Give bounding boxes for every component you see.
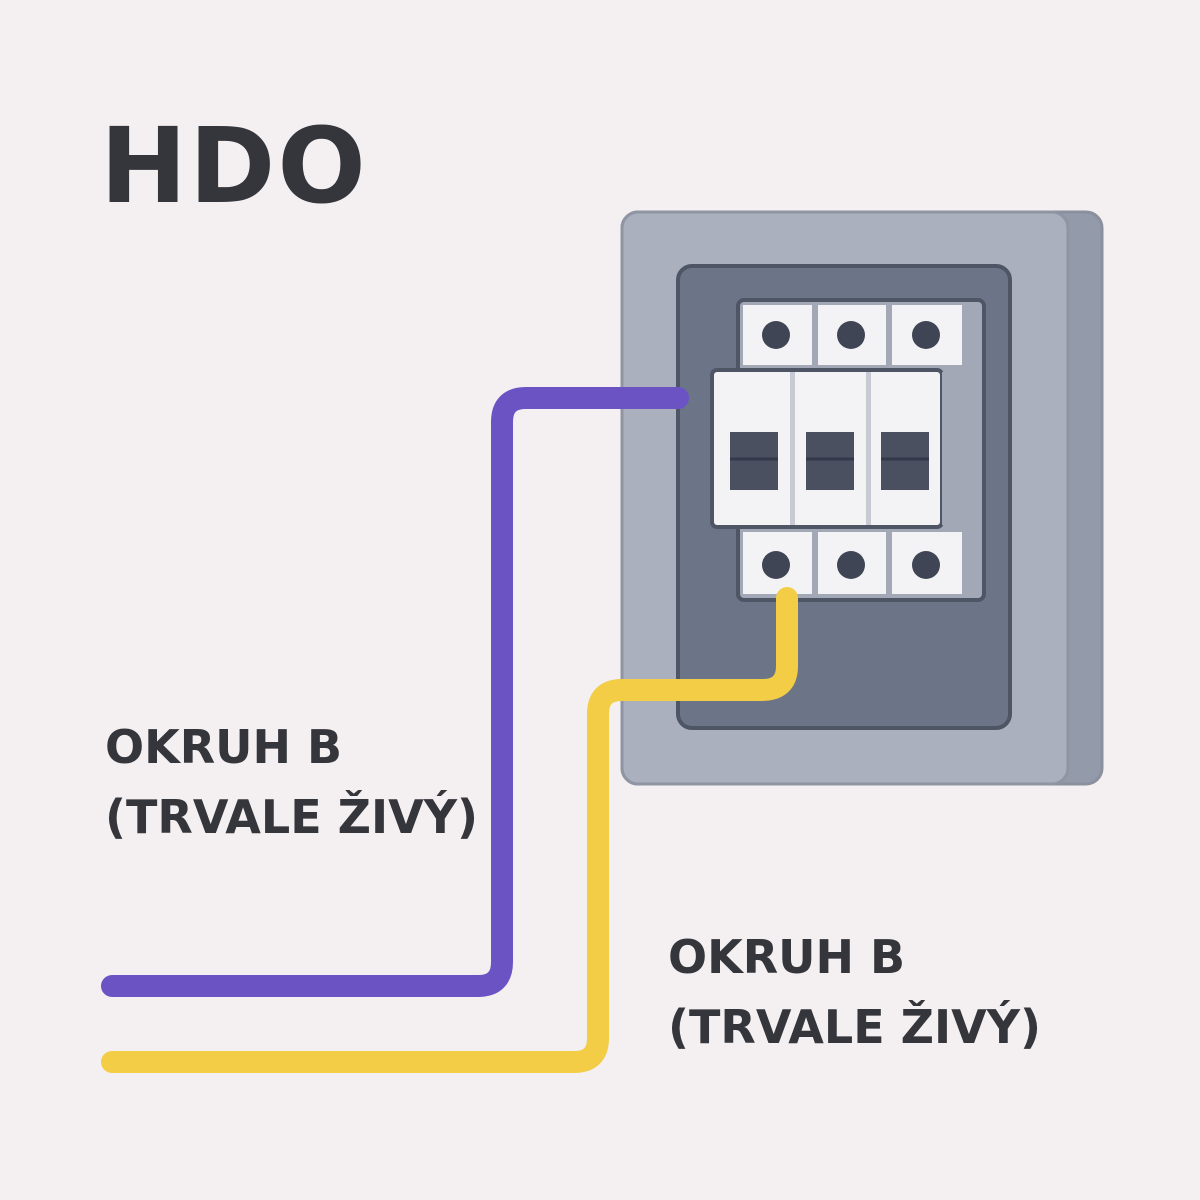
circuit-name: OKRUH B	[105, 720, 343, 774]
switch-lever-1	[730, 432, 778, 490]
screw-icon	[837, 321, 865, 349]
switch-lever-3	[881, 432, 929, 490]
screw-icon	[912, 321, 940, 349]
wire-purple	[101, 387, 689, 997]
screw-icon	[762, 551, 790, 579]
circuit-label-purple: OKRUH B (TRVALE ŽIVÝ)	[105, 712, 478, 852]
circuit-name: OKRUH B	[668, 930, 906, 984]
wire-yellow	[101, 587, 798, 1073]
terminals-top	[743, 305, 962, 365]
circuit-description: (TRVALE ŽIVÝ)	[105, 790, 479, 844]
circuit-label-yellow: OKRUH B (TRVALE ŽIVÝ)	[668, 922, 1041, 1062]
switch-lever-2	[806, 432, 854, 490]
screw-icon	[837, 551, 865, 579]
terminals-bottom	[743, 532, 962, 594]
screw-icon	[912, 551, 940, 579]
circuit-description: (TRVALE ŽIVÝ)	[668, 1000, 1042, 1054]
circuit-breaker	[710, 368, 978, 529]
page-title: HDO	[100, 105, 368, 227]
screw-icon	[762, 321, 790, 349]
